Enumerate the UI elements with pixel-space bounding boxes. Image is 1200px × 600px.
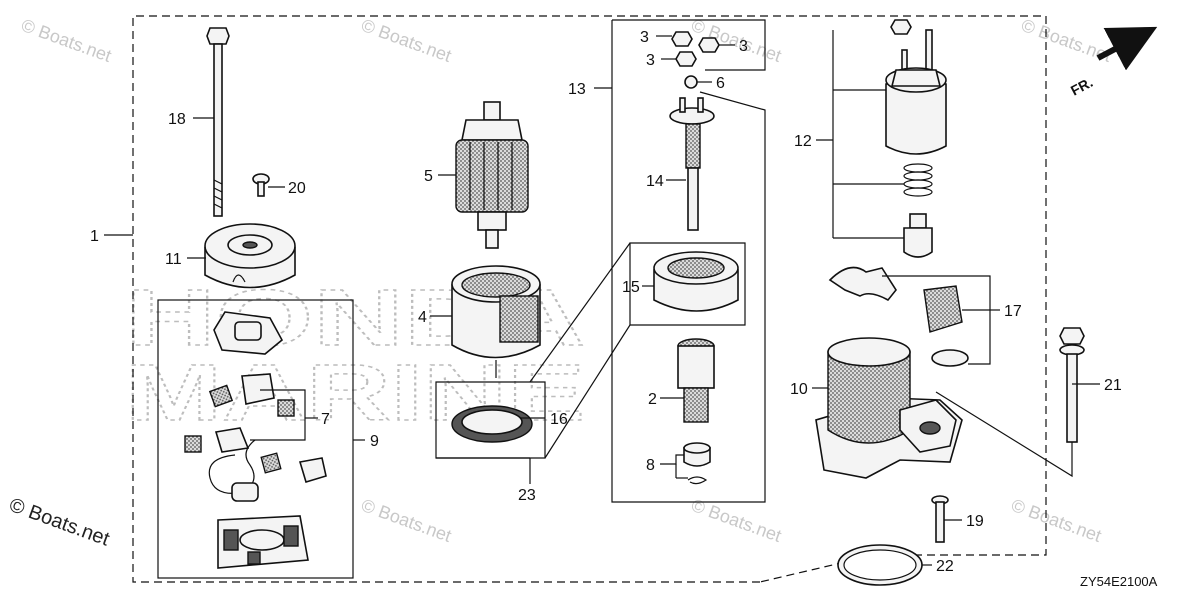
leader-lines xyxy=(104,35,1100,566)
overrunning-clutch xyxy=(653,251,739,312)
callout-label: 14 xyxy=(646,173,664,190)
callout-label: 17 xyxy=(1004,303,1022,320)
armature xyxy=(455,101,529,249)
corner-watermark: © Boats.net xyxy=(6,494,112,551)
stop-collar-set xyxy=(683,442,711,485)
callout-label: 21 xyxy=(1104,377,1122,394)
brush-leads xyxy=(208,439,327,502)
callout-label: 7 xyxy=(321,411,330,428)
small-screw xyxy=(252,173,270,197)
rear-cover xyxy=(204,223,296,289)
callout-labels: 1 18 20 11 7 9 5 4 16 23 13 3 3 3 6 14 1… xyxy=(90,29,1122,575)
callout-label: 16 xyxy=(550,411,568,428)
callout-label: 19 xyxy=(966,513,984,530)
callout-label: 6 xyxy=(716,75,725,92)
mounting-bolt-long xyxy=(1059,327,1085,443)
diagram-part-code: ZY54E2100A xyxy=(1080,574,1158,589)
front-direction-label: FR. xyxy=(1068,74,1095,99)
terminal-nuts xyxy=(671,31,720,89)
brush-kit-group-box xyxy=(157,299,354,579)
callout-label: 3 xyxy=(646,52,655,69)
through-bolt xyxy=(206,27,230,217)
brush-holder xyxy=(217,515,309,569)
callout-label: 3 xyxy=(640,29,649,46)
internal-gear xyxy=(451,405,533,443)
lever-pad-and-seal xyxy=(923,285,969,367)
callout-label: 13 xyxy=(568,81,586,98)
callout-label: 10 xyxy=(790,381,808,398)
brush-plate xyxy=(213,311,284,355)
plunger-spring xyxy=(903,163,933,197)
callout-label: 4 xyxy=(418,309,427,326)
front-bracket xyxy=(815,337,963,479)
o-ring xyxy=(837,544,923,586)
pinion-shaft xyxy=(669,97,715,231)
yoke xyxy=(451,265,541,378)
shift-lever xyxy=(828,266,897,302)
callout-label: 11 xyxy=(165,251,182,268)
mounting-bolt-small xyxy=(931,495,949,543)
brush-springs xyxy=(184,373,295,474)
callout-label: 12 xyxy=(794,133,812,150)
callout-label: 1 xyxy=(90,228,99,245)
watermark-text: © Boats.net xyxy=(1009,495,1104,546)
callout-label: 9 xyxy=(370,433,379,450)
clutch-group-box xyxy=(629,242,746,326)
watermark-text: © Boats.net xyxy=(689,495,784,546)
solenoid xyxy=(885,19,947,155)
callout-label: 18 xyxy=(168,111,186,128)
pinion-gear xyxy=(677,338,715,423)
callout-label: 23 xyxy=(518,487,536,504)
callout-label: 22 xyxy=(936,558,954,575)
watermark-layer: © Boats.net © Boats.net © Boats.net © Bo… xyxy=(6,15,1114,551)
watermark-text: © Boats.net xyxy=(359,15,454,66)
callout-label: 8 xyxy=(646,457,655,474)
callout-label: 5 xyxy=(424,168,433,185)
callout-label: 3 xyxy=(739,38,748,55)
callout-label: 15 xyxy=(622,279,640,296)
gear-kit-group-box xyxy=(612,19,766,71)
watermark-text: © Boats.net xyxy=(19,15,114,66)
plunger xyxy=(903,213,933,258)
watermark-text: © Boats.net xyxy=(359,495,454,546)
callout-label: 20 xyxy=(288,180,306,197)
callout-label: 2 xyxy=(648,391,657,408)
